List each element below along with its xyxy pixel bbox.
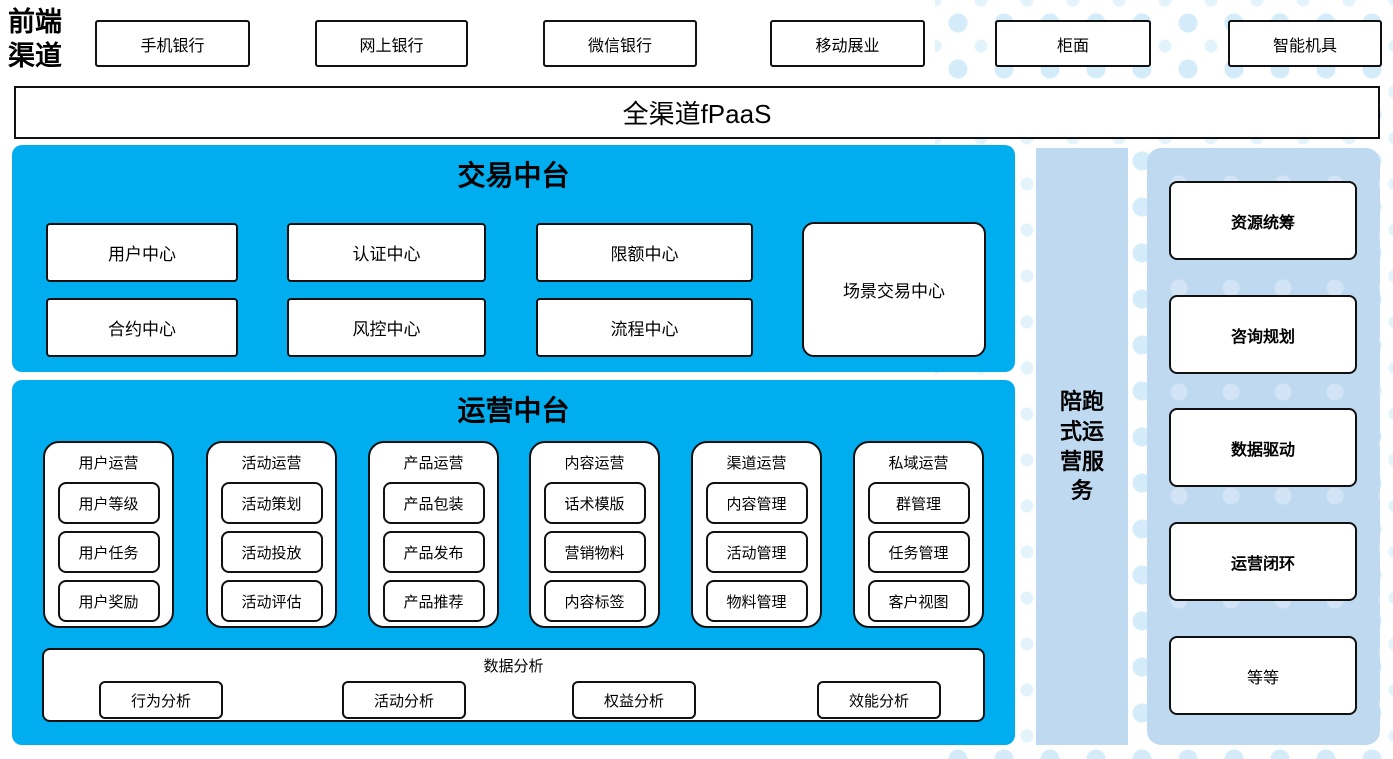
ops-column-private-domain: 私域运营 群管理 任务管理 客户视图 <box>853 441 984 628</box>
accompany-ops-service-strip: 陪跑式运营服务 <box>1036 148 1128 745</box>
ops-closed-loop-box: 运营闭环 <box>1169 522 1357 601</box>
channel-box-smart-terminal: 智能机具 <box>1228 20 1382 67</box>
ops-sub-box: 用户奖励 <box>57 580 160 622</box>
ops-sub-box: 物料管理 <box>705 580 808 622</box>
auth-center-box: 认证中心 <box>287 223 486 282</box>
ops-sub-box: 话术模版 <box>543 482 646 524</box>
ops-column-activity: 活动运营 活动策划 活动投放 活动评估 <box>206 441 337 628</box>
ops-sub-box: 内容标签 <box>543 580 646 622</box>
ops-column-user: 用户运营 用户等级 用户任务 用户奖励 <box>43 441 174 628</box>
trade-platform-title: 交易中台 <box>457 159 570 192</box>
channel-box-wechat-banking: 微信银行 <box>543 20 697 67</box>
fpaas-bar: 全渠道fPaaS <box>14 86 1380 139</box>
consulting-planning-box: 咨询规划 <box>1169 295 1357 374</box>
ops-column-title: 活动运营 <box>241 455 302 472</box>
contract-center-box: 合约中心 <box>46 298 238 357</box>
accompany-ops-service-label: 陪跑式运营服务 <box>1059 389 1104 504</box>
ops-column-title: 产品运营 <box>403 455 464 472</box>
ops-column-title: 内容运营 <box>564 455 625 472</box>
ops-column-content: 内容运营 话术模版 营销物料 内容标签 <box>529 441 660 628</box>
channel-box-mobile-banking: 手机银行 <box>95 20 250 67</box>
ops-column-channel: 渠道运营 内容管理 活动管理 物料管理 <box>691 441 822 628</box>
process-center-box: 流程中心 <box>536 298 753 357</box>
channel-box-online-banking: 网上银行 <box>315 20 468 67</box>
channel-box-counter: 柜面 <box>995 20 1151 67</box>
ops-sub-box: 活动评估 <box>220 580 323 622</box>
scene-trade-center-box: 场景交易中心 <box>802 222 986 357</box>
activity-analysis-box: 活动分析 <box>342 681 466 719</box>
ops-platform-title: 运营中台 <box>457 394 570 427</box>
ops-column-title: 渠道运营 <box>726 455 787 472</box>
ops-sub-box: 用户任务 <box>57 531 160 573</box>
benefit-analysis-box: 权益分析 <box>572 681 696 719</box>
quota-center-box: 限额中心 <box>536 223 753 282</box>
ops-column-title: 用户运营 <box>78 455 139 472</box>
ops-sub-box: 营销物料 <box>543 531 646 573</box>
service-side-panel: 资源统筹 咨询规划 数据驱动 运营闭环 等等 <box>1147 148 1380 745</box>
resource-coordination-box: 资源统筹 <box>1169 181 1357 260</box>
ops-platform-panel: 运营中台 用户运营 用户等级 用户任务 用户奖励 活动运营 活动策划 活动投放 … <box>12 380 1015 745</box>
etc-box: 等等 <box>1169 636 1357 715</box>
ops-sub-box: 活动投放 <box>220 531 323 573</box>
ops-sub-box: 群管理 <box>867 482 970 524</box>
ops-sub-box: 内容管理 <box>705 482 808 524</box>
ops-sub-box: 客户视图 <box>867 580 970 622</box>
ops-sub-box: 任务管理 <box>867 531 970 573</box>
trade-platform-panel: 交易中台 用户中心 认证中心 限额中心 合约中心 风控中心 流程中心 场景交易中… <box>12 145 1015 372</box>
user-center-box: 用户中心 <box>46 223 238 282</box>
ops-sub-box: 产品推荐 <box>382 580 485 622</box>
efficiency-analysis-box: 效能分析 <box>817 681 941 719</box>
data-analysis-bar: 数据分析 行为分析 活动分析 权益分析 效能分析 <box>42 648 985 722</box>
ops-sub-box: 产品包装 <box>382 482 485 524</box>
behavior-analysis-box: 行为分析 <box>99 681 223 719</box>
ops-sub-box: 活动管理 <box>705 531 808 573</box>
frontend-channels-label: 前端渠道 <box>8 7 62 72</box>
ops-column-product: 产品运营 产品包装 产品发布 产品推荐 <box>368 441 499 628</box>
ops-sub-box: 活动策划 <box>220 482 323 524</box>
data-driven-box: 数据驱动 <box>1169 408 1357 487</box>
ops-sub-box: 用户等级 <box>57 482 160 524</box>
risk-center-box: 风控中心 <box>287 298 486 357</box>
data-analysis-title: 数据分析 <box>483 658 544 675</box>
ops-column-title: 私域运营 <box>888 455 949 472</box>
channel-box-mobile-sales: 移动展业 <box>770 20 925 67</box>
ops-sub-box: 产品发布 <box>382 531 485 573</box>
